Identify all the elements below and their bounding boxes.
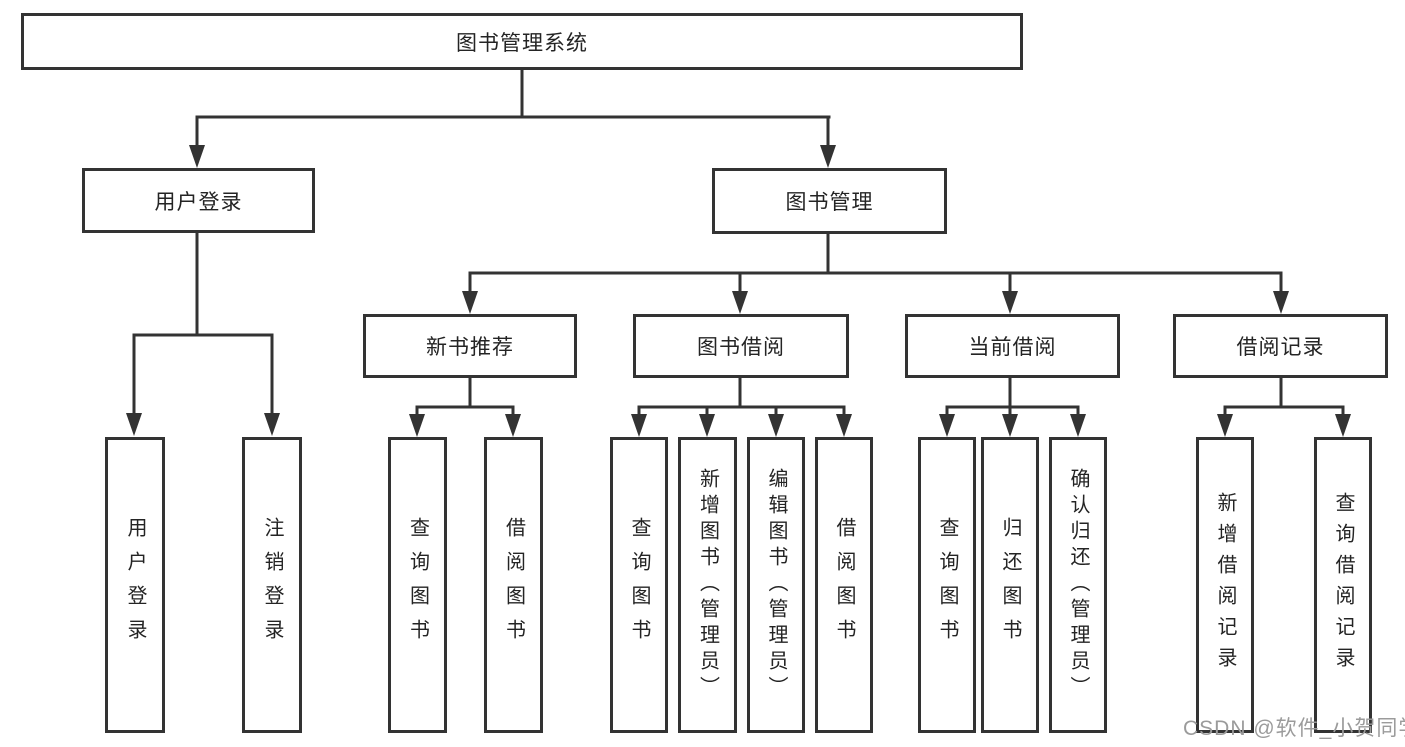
leaf-query-books-current: 查询图书 (918, 437, 976, 733)
arrowhead-icon (505, 414, 521, 437)
node-borrowing-records: 借阅记录 (1173, 314, 1388, 378)
leaf-add-books-admin-label: 新增图书（管理员） (696, 468, 719, 702)
leaf-borrow-books-borrowing: 借阅图书 (815, 437, 873, 733)
arrowhead-icon (264, 413, 280, 436)
arrowhead-icon (1002, 414, 1018, 437)
leaf-query-borrow-record: 查询借阅记录 (1314, 437, 1372, 733)
connector-user-login-to-leaves (126, 233, 280, 436)
leaf-add-borrow-record: 新增借阅记录 (1196, 437, 1254, 733)
arrowhead-icon (1070, 414, 1086, 437)
arrowhead-icon (631, 414, 647, 437)
arrowhead-icon (939, 414, 955, 437)
leaf-borrow-books-recommend-label: 借阅图书 (502, 517, 525, 653)
node-current-borrowing: 当前借阅 (905, 314, 1120, 378)
leaf-confirm-return-admin-label: 确认归还（管理员） (1067, 468, 1089, 702)
node-book-borrowing-label: 图书借阅 (697, 336, 785, 359)
arrowhead-icon (409, 414, 425, 437)
node-book-borrowing: 图书借阅 (633, 314, 849, 378)
node-borrowing-records-label: 借阅记录 (1236, 336, 1325, 359)
root-node-label: 图书管理系统 (456, 31, 588, 55)
node-book-management-label: 图书管理 (785, 191, 874, 214)
arrowhead-icon (820, 145, 836, 168)
leaf-logout: 注销登录 (242, 437, 302, 733)
leaf-return-books-label: 归还图书 (999, 517, 1021, 653)
leaf-edit-books-admin-label: 编辑图书（管理员） (765, 468, 787, 702)
connector-book-management-to-level3 (462, 234, 1289, 314)
connector-root-to-level2 (189, 70, 836, 168)
leaf-edit-books-admin: 编辑图书（管理员） (747, 437, 805, 733)
arrowhead-icon (699, 414, 715, 437)
leaf-query-books-recommend: 查询图书 (388, 437, 447, 733)
arrowhead-icon (1335, 414, 1351, 437)
root-node: 图书管理系统 (21, 13, 1023, 70)
leaf-user-login-label: 用户登录 (124, 517, 146, 653)
leaf-borrow-books-recommend: 借阅图书 (484, 437, 543, 733)
leaf-return-books: 归还图书 (981, 437, 1039, 733)
arrowhead-icon (189, 145, 205, 168)
arrowhead-icon (768, 414, 784, 437)
leaf-user-login: 用户登录 (105, 437, 165, 733)
connector-borrowing-records-to-leaves (1217, 378, 1351, 437)
leaf-add-books-admin: 新增图书（管理员） (678, 437, 737, 733)
node-book-management: 图书管理 (712, 168, 947, 234)
leaf-borrow-books-borrowing-label: 借阅图书 (833, 517, 855, 653)
leaf-query-books-recommend-label: 查询图书 (406, 517, 429, 653)
arrowhead-icon (1217, 414, 1233, 437)
leaf-query-borrow-record-label: 查询借阅记录 (1332, 492, 1354, 678)
connector-new-book-recommend-to-leaves (409, 378, 521, 437)
node-user-login-label: 用户登录 (154, 190, 243, 214)
connector-current-borrowing-to-leaves (939, 378, 1086, 437)
leaf-query-books-borrowing-label: 查询图书 (628, 517, 650, 653)
connector-book-borrowing-to-leaves (631, 378, 852, 437)
node-new-book-recommend-label: 新书推荐 (426, 336, 514, 359)
leaf-logout-label: 注销登录 (261, 517, 283, 653)
leaf-confirm-return-admin: 确认归还（管理员） (1049, 437, 1107, 733)
arrowhead-icon (1273, 291, 1289, 314)
watermark: CSDN @软件_小贺同学 (1183, 717, 1405, 740)
arrowhead-icon (462, 291, 478, 314)
arrowhead-icon (836, 414, 852, 437)
node-current-borrowing-label: 当前借阅 (968, 336, 1057, 359)
node-user-login: 用户登录 (82, 168, 315, 233)
node-new-book-recommend: 新书推荐 (363, 314, 577, 378)
arrowhead-icon (1002, 291, 1018, 314)
arrowhead-icon (126, 413, 142, 436)
leaf-query-books-borrowing: 查询图书 (610, 437, 668, 733)
arrowhead-icon (732, 291, 748, 314)
leaf-add-borrow-record-label: 新增借阅记录 (1214, 492, 1236, 678)
leaf-query-books-current-label: 查询图书 (936, 517, 958, 653)
